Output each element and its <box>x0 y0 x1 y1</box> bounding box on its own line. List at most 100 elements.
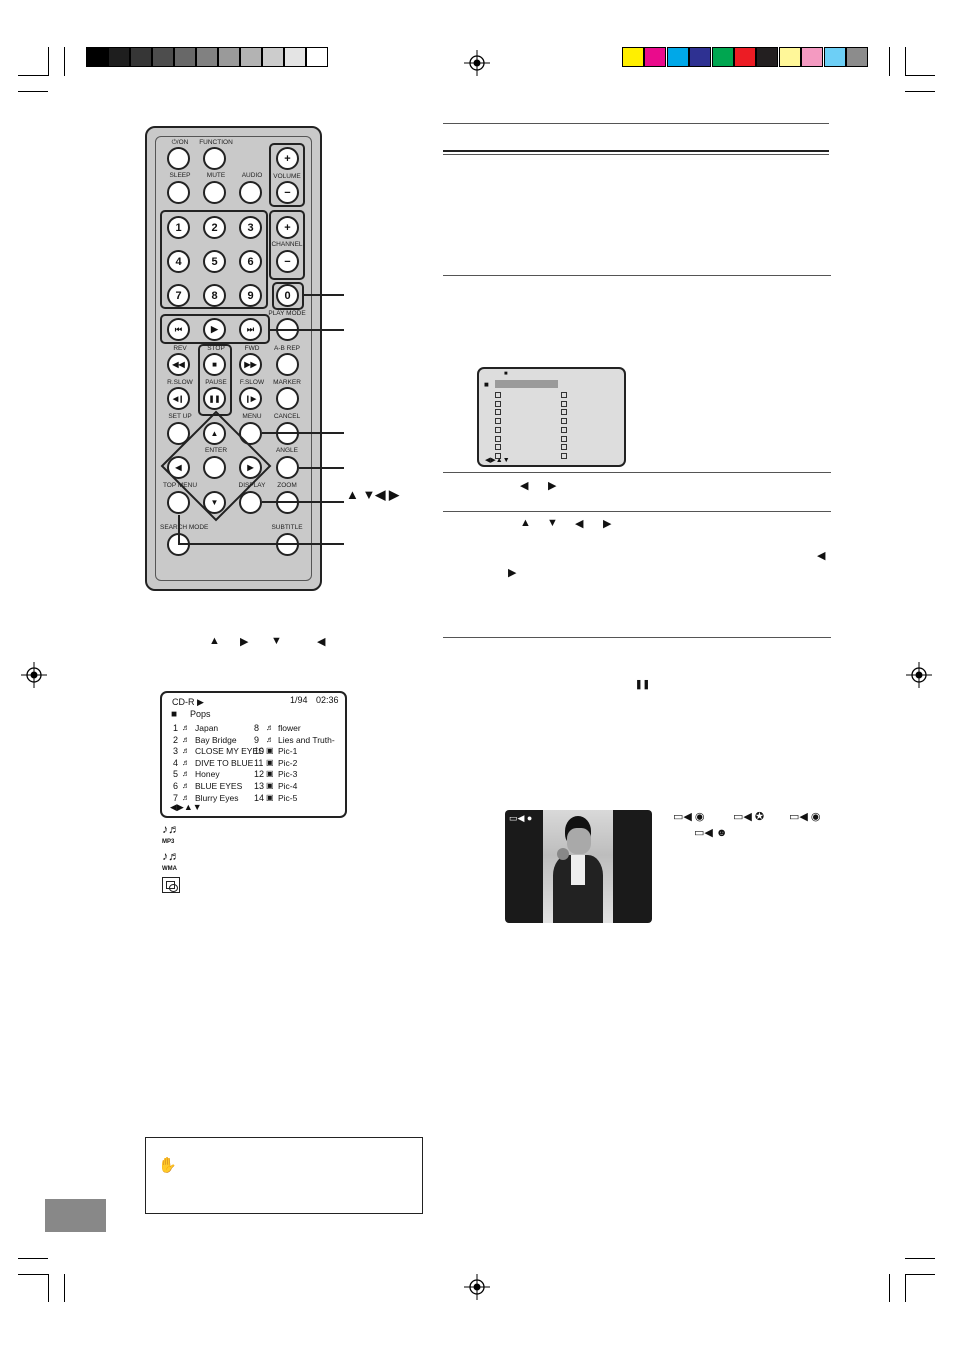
power-label: ⏻/ON <box>171 139 189 146</box>
marker-button[interactable] <box>276 387 299 410</box>
color-bar <box>644 47 667 67</box>
section-rule <box>443 154 829 155</box>
list-item[interactable]: Pic-1 <box>278 746 298 757</box>
section-rule <box>443 511 831 512</box>
fwd-button[interactable]: ▶▶ <box>239 353 262 376</box>
audio-label: AUDIO <box>241 172 263 179</box>
digit-3-button[interactable]: 3 <box>239 216 262 239</box>
digit-2-button[interactable]: 2 <box>203 216 226 239</box>
rslow-label: R.SLOW <box>167 379 193 386</box>
list-item[interactable]: flower <box>278 723 301 733</box>
zoom-label: ZOOM <box>277 482 297 489</box>
rslow-button[interactable]: ◀❙ <box>167 387 190 410</box>
volume-down-button[interactable]: − <box>276 181 299 204</box>
skip-back-button[interactable]: ⏮ <box>167 318 190 341</box>
play-button[interactable]: ▶ <box>203 318 226 341</box>
number-group <box>160 210 268 309</box>
setup-button[interactable] <box>167 422 190 445</box>
list-item[interactable]: Pic-2 <box>278 757 298 768</box>
list-item[interactable]: Pic-3 <box>278 769 298 780</box>
list-item[interactable]: BLUE EYES <box>195 781 243 791</box>
display-label: DISPLAY <box>238 482 266 489</box>
section-rule-heavy <box>443 150 829 152</box>
digit-0-button[interactable]: 0 <box>276 284 299 307</box>
list-item[interactable]: Bay Bridge <box>195 734 237 745</box>
digit-5-button[interactable]: 5 <box>203 250 226 273</box>
channel-group <box>269 210 305 280</box>
music-file-icon: ♬ <box>182 757 190 767</box>
down-arrow-icon: ▼ <box>271 635 282 647</box>
file-item-icon <box>495 409 501 416</box>
list-item[interactable]: Honey <box>195 769 220 780</box>
top-menu-button[interactable] <box>167 491 190 514</box>
pause-label: PAUSE <box>205 379 227 386</box>
video-frame-image: ▭◀ ● <box>505 810 652 923</box>
sleep-button[interactable] <box>167 181 190 204</box>
enter-button[interactable] <box>203 456 226 479</box>
transport-group <box>160 314 270 344</box>
file-number: 10 <box>254 746 265 757</box>
color-bar <box>801 47 824 67</box>
list-item[interactable]: CLOSE MY EYES <box>195 746 264 757</box>
right-arrow-icon: ▶ <box>548 480 557 492</box>
list-item[interactable]: DIVE TO BLUE <box>195 757 254 768</box>
music-file-icon: ♬ <box>182 769 190 779</box>
mute-button[interactable] <box>203 181 226 204</box>
digit-1-button[interactable]: 1 <box>167 216 190 239</box>
file-number: 14 <box>254 792 265 803</box>
enter-label: ENTER <box>204 447 228 454</box>
pause-button[interactable]: ❚❚ <box>203 387 226 410</box>
list-item[interactable]: Lies and Truth- <box>278 734 335 745</box>
registration-mark-left <box>21 662 47 688</box>
rev-button[interactable]: ◀◀ <box>167 353 190 376</box>
digit-7-button[interactable]: 7 <box>167 284 190 307</box>
highlight-bar <box>495 380 558 388</box>
right-arrow-button[interactable]: ▶ <box>239 456 262 479</box>
list-item[interactable]: Blurry Eyes <box>195 792 239 803</box>
left-arrow-button[interactable]: ◀ <box>167 456 190 479</box>
display-button[interactable] <box>239 491 262 514</box>
track-count: 1/94 <box>290 695 308 705</box>
setup-label: SET UP <box>168 413 192 420</box>
channel-up-button[interactable]: + <box>276 216 299 239</box>
volume-up-button[interactable]: + <box>276 147 299 170</box>
music-file-icon: ♬ <box>266 723 274 732</box>
digit-8-button[interactable]: 8 <box>203 284 226 307</box>
gray-bar <box>152 47 174 67</box>
down-arrow-button[interactable]: ▼ <box>203 491 226 514</box>
function-button[interactable] <box>203 147 226 170</box>
digit-9-button[interactable]: 9 <box>239 284 262 307</box>
up-arrow-button[interactable]: ▲ <box>203 422 226 445</box>
music-file-icon: ♬ <box>182 723 190 732</box>
cancel-label: CANCEL <box>273 413 301 420</box>
fslow-button[interactable]: ❙▶ <box>239 387 262 410</box>
gray-bar <box>262 47 284 67</box>
list-item[interactable]: Pic-4 <box>278 781 298 791</box>
list-item[interactable]: Pic-5 <box>278 792 298 803</box>
left-arrow-icon: ◀ <box>317 636 326 648</box>
camera-angle-icon: ▭◀ ✪ <box>733 811 765 823</box>
skip-forward-button[interactable]: ⏭ <box>239 318 262 341</box>
digit-4-button[interactable]: 4 <box>167 250 190 273</box>
camera-angle-icon: ▭◀ ◉ <box>789 811 821 823</box>
ab-rep-button[interactable] <box>276 353 299 376</box>
stop-button[interactable]: ■ <box>203 353 226 376</box>
folder-name: Pops <box>190 709 211 719</box>
digit-6-button[interactable]: 6 <box>239 250 262 273</box>
power-button[interactable] <box>167 147 190 170</box>
face-shape <box>567 828 591 854</box>
right-arrow-icon: ▶ <box>508 567 517 579</box>
up-arrow-icon: ▲ <box>209 635 220 647</box>
file-number: 2 <box>173 734 179 745</box>
angle-button[interactable] <box>276 456 299 479</box>
menu-button[interactable] <box>239 422 262 445</box>
file-number: 13 <box>254 781 265 791</box>
picture-file-icon: ▣ <box>266 792 274 802</box>
channel-down-button[interactable]: − <box>276 250 299 273</box>
subtitle-label: SUBTITLE <box>271 524 303 531</box>
arrows-callout: ▲ ▼◀ ▶ <box>346 487 399 502</box>
ab-rep-label: A-B REP <box>273 345 300 352</box>
file-number: 4 <box>173 757 179 768</box>
list-item[interactable]: Japan <box>195 723 219 733</box>
audio-button[interactable] <box>239 181 262 204</box>
